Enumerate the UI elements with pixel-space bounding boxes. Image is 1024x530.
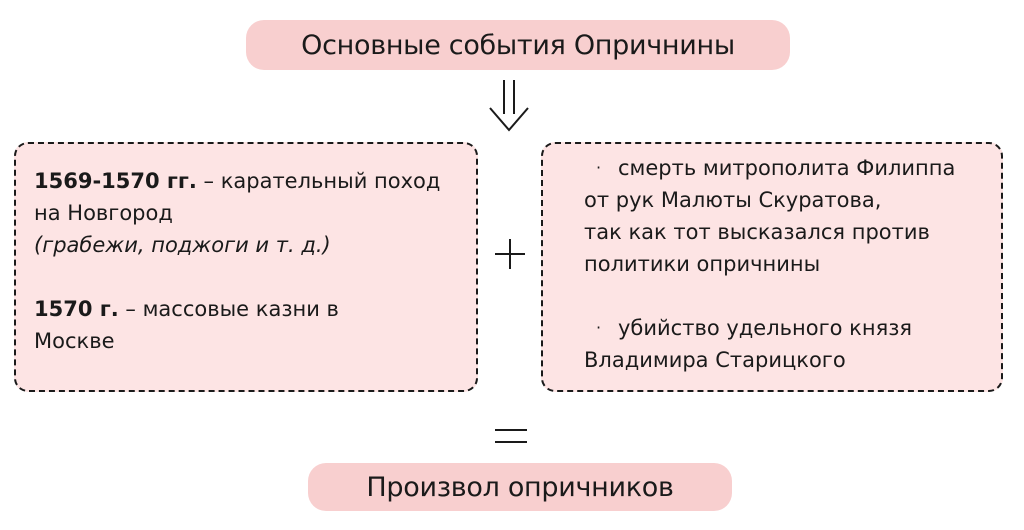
event-2-text: – массовые казни в <box>118 297 339 321</box>
event-1-text-continued: на Новгород <box>34 201 173 225</box>
item-2-line-2: Владимира Старицкого <box>584 348 846 372</box>
event-1-text: – карательный поход <box>196 169 441 193</box>
event-1-note: (грабежи, поджоги и т. д.) <box>34 233 331 257</box>
item-1-line-1: ·смерть митрополита Филиппа <box>584 152 1001 184</box>
item-1-line-4: политики опричнины <box>584 252 821 276</box>
event-2-date: 1570 г. <box>34 297 119 321</box>
item-2-line-1: ·убийство удельного князя <box>584 312 1001 344</box>
event-2-line: 1570 г. – массовые казни в <box>34 293 476 325</box>
title-pill: Основные события Опричнины <box>246 20 790 70</box>
event-1-line: 1569-1570 гг. – карательный поход <box>34 165 476 197</box>
right-events-box: ·смерть митрополита Филиппа от рук Малют… <box>541 142 1003 392</box>
left-events-box: 1569-1570 гг. – карательный поход на Нов… <box>14 142 478 392</box>
plus-icon <box>495 239 525 269</box>
result-pill: Произвол опричников <box>308 463 732 511</box>
equals-icon <box>495 429 527 443</box>
item-1-line-2: от рук Малюты Скуратова, <box>584 188 882 212</box>
double-down-arrow-icon <box>489 80 529 132</box>
item-1-line-3: так как тот высказался против <box>584 220 930 244</box>
bullet-icon: · <box>596 158 602 177</box>
diagram-title: Основные события Опричнины <box>301 29 735 61</box>
event-1-date: 1569-1570 гг. <box>34 169 197 193</box>
bullet-icon: · <box>596 318 602 337</box>
result-text: Произвол опричников <box>366 471 674 503</box>
event-2-text-continued: Москве <box>34 329 115 353</box>
